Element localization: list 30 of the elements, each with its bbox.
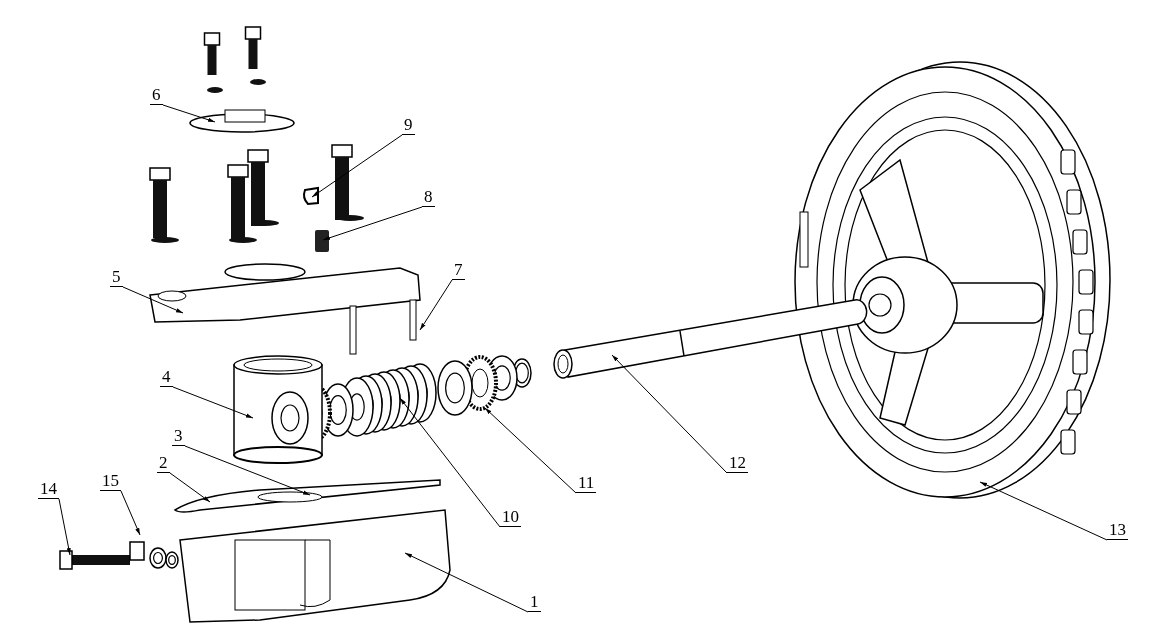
leader-line (184, 445, 311, 496)
callout-number: 4 (160, 368, 173, 387)
leader-line (419, 279, 453, 331)
callout-number: 6 (150, 86, 163, 105)
leader-line (311, 134, 403, 198)
callout-number: 13 (1107, 521, 1128, 540)
callout-number: 15 (100, 472, 121, 491)
callout-number: 9 (402, 116, 415, 135)
callout-number: 8 (422, 188, 435, 207)
callout-number: 2 (157, 454, 170, 473)
callout-number: 5 (110, 268, 123, 287)
callout-number: 10 (500, 508, 521, 527)
callout-number: 11 (576, 474, 597, 493)
leader-line (322, 206, 423, 241)
leader-line (122, 286, 184, 314)
callout-number: 12 (727, 454, 748, 473)
leader-line (611, 354, 728, 474)
leader-line (979, 481, 1108, 541)
leader-line (399, 397, 501, 528)
callout-number: 14 (38, 480, 59, 499)
leader-line (162, 104, 216, 123)
leader-line (169, 472, 211, 503)
leader-line (58, 498, 71, 556)
callout-number: 7 (452, 261, 465, 280)
leader-line (120, 490, 141, 536)
callout-number: 3 (172, 427, 185, 446)
leader-line (172, 386, 254, 419)
leader-line (484, 407, 577, 494)
leader-line (404, 552, 529, 613)
callout-number: 1 (528, 593, 541, 612)
